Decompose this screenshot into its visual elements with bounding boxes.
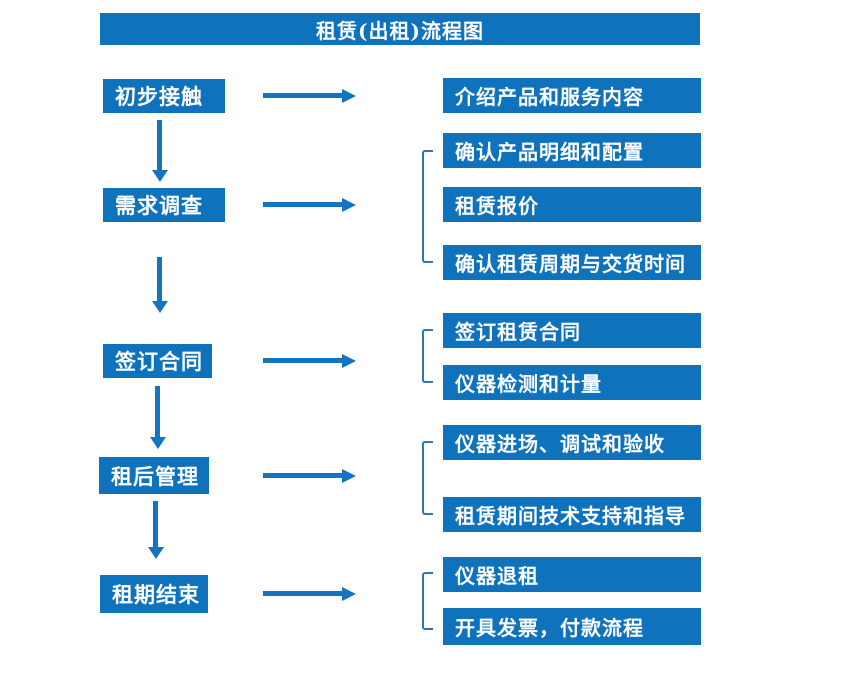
- detail-label: 仪器检测和计量: [455, 372, 602, 396]
- page-title-label: 租赁(出租)流程图: [316, 18, 484, 43]
- detail-box-instrument-setup-acceptance: 仪器进场、调试和验收: [443, 425, 701, 460]
- detail-label: 租赁期间技术支持和指导: [455, 504, 686, 528]
- bracket-sign-contract-group: [422, 329, 433, 383]
- arrow-right-icon: [263, 587, 356, 601]
- detail-label: 签订租赁合同: [455, 320, 581, 344]
- detail-label: 确认产品明细和配置: [455, 140, 644, 164]
- arrow-down-icon: [152, 120, 168, 182]
- detail-box-instrument-return: 仪器退租: [443, 557, 701, 592]
- step-label: 租后管理: [111, 463, 199, 489]
- detail-box-confirm-product-config: 确认产品明细和配置: [443, 133, 701, 168]
- arrow-right-icon: [263, 469, 356, 483]
- step-box-rental-end: 租期结束: [100, 575, 208, 613]
- arrow-down-icon: [148, 501, 164, 559]
- detail-box-rental-quote: 租赁报价: [443, 187, 701, 222]
- detail-box-sign-rental-contract: 签订租赁合同: [443, 313, 701, 348]
- step-label: 租期结束: [112, 582, 200, 607]
- step-box-sign-contract: 签订合同: [103, 344, 212, 378]
- step-box-demand-survey: 需求调查: [103, 188, 225, 222]
- arrow-right-icon: [263, 354, 356, 368]
- detail-box-confirm-period-delivery: 确认租赁周期与交货时间: [443, 245, 701, 280]
- arrow-right-icon: [263, 89, 356, 103]
- arrow-down-icon: [150, 386, 166, 449]
- detail-label: 开具发票，付款流程: [455, 616, 644, 640]
- arrow-right-icon: [263, 198, 356, 212]
- step-label: 需求调查: [115, 193, 203, 218]
- step-label: 签订合同: [115, 349, 203, 374]
- bracket-rental-end-group: [422, 572, 433, 630]
- detail-label: 仪器进场、调试和验收: [455, 432, 665, 456]
- detail-box-instrument-testing: 仪器检测和计量: [443, 365, 701, 400]
- step-box-initial-contact: 初步接触: [103, 79, 225, 113]
- detail-box-tech-support: 租赁期间技术支持和指导: [443, 497, 701, 532]
- detail-label: 仪器退租: [455, 564, 539, 588]
- arrow-down-icon: [152, 257, 168, 313]
- page-title: 租赁(出租)流程图: [100, 13, 700, 45]
- step-box-post-rental-management: 租后管理: [99, 457, 209, 494]
- detail-box-intro-products: 介绍产品和服务内容: [443, 78, 701, 113]
- step-label: 初步接触: [115, 84, 203, 109]
- bracket-demand-survey-group: [422, 150, 433, 263]
- detail-label: 确认租赁周期与交货时间: [455, 252, 686, 276]
- detail-box-invoice-payment: 开具发票，付款流程: [443, 608, 701, 645]
- detail-label: 介绍产品和服务内容: [455, 85, 644, 109]
- bracket-post-rental-group: [422, 441, 433, 515]
- detail-label: 租赁报价: [455, 194, 539, 218]
